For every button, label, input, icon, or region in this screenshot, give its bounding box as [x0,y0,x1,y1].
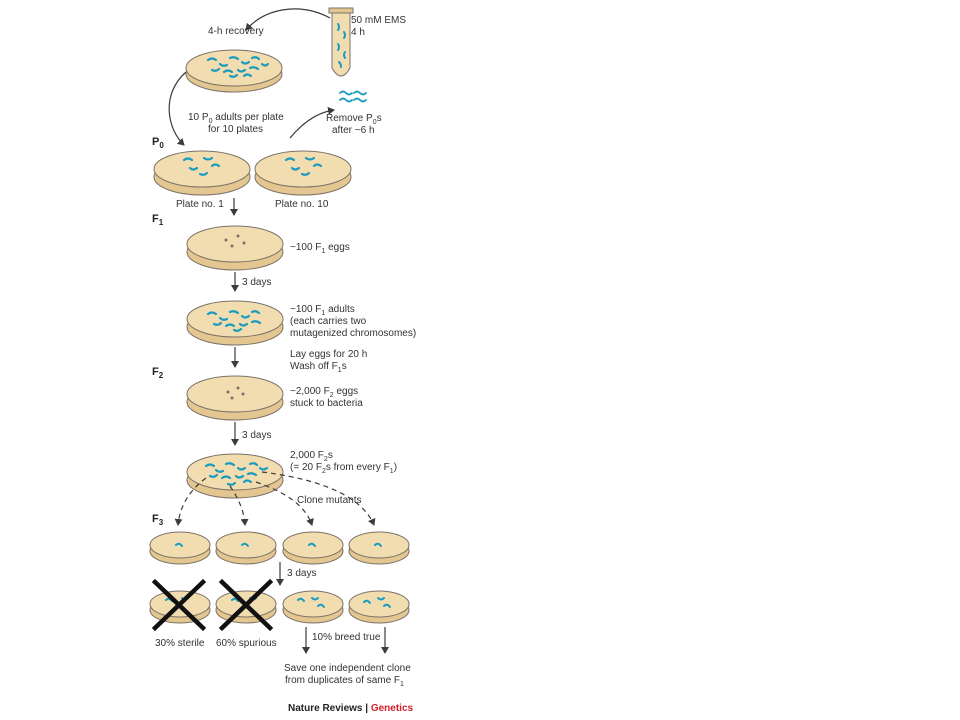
removed-worms [339,90,367,103]
f3-plate-1 [149,531,211,565]
generation-f1: F1 [152,213,164,227]
clone-mutants-label: Clone mutants [297,495,361,506]
spurious-label: 60% spurious [216,638,277,649]
wash-off-label: Wash off F1s [290,361,347,374]
recovery-label: 4-h recovery [208,26,264,37]
f1-eggs-plate [186,225,284,271]
plate-no-10-label: Plate no. 10 [275,199,329,210]
three-days-label-1: 3 days [242,277,271,288]
remove-time-label: after ~6 h [332,125,375,136]
f2-eggs-plate [186,375,284,421]
breed-true-plate-1 [282,590,344,624]
sterile-cross-icon [151,578,207,632]
generation-p0: P0 [152,136,164,150]
breed-true-label: 10% breed true [312,632,381,643]
f1-adults-carries-label: (each carries two [290,316,367,327]
f2-adults-plate [186,453,284,499]
ems-time-label: 4 h [351,27,365,38]
generation-f2: F2 [152,366,164,380]
f3-plate-4 [348,531,410,565]
plate-no-10 [254,150,352,196]
remove-label: Remove P0s [326,113,382,126]
f3-plate-3 [282,531,344,565]
three-days-label-3: 3 days [287,568,316,579]
lay-eggs-label: Lay eggs for 20 h [290,349,367,360]
journal-credit: Nature Reviews | Genetics [288,703,414,714]
recovery-plate [185,49,283,93]
ems-tube [328,7,354,77]
sterile-label: 30% sterile [155,638,205,649]
generation-f3: F3 [152,513,164,527]
save-duplicates-label: from duplicates of same F1 [285,675,404,688]
three-days-label-2: 3 days [242,430,271,441]
worm-cluster [206,56,270,78]
f3-plate-2 [215,531,277,565]
arrow-recovery-to-plate1 [168,71,187,146]
clone-arrows [174,471,376,526]
adults-per-plate-label: 10 P0 adults per plate [188,112,284,125]
save-clone-label: Save one independent clone [284,663,411,674]
f2-eggs-label: ~2,000 F2 eggs [290,386,358,399]
breed-true-plate-2 [348,590,410,624]
spurious-cross-icon [218,578,274,632]
f2s-count-label: 2,000 F2s [290,450,333,463]
f1-eggs-label: ~100 F1 eggs [290,242,350,255]
arrow-tube-to-recovery [245,8,331,31]
f1-adults-label: ~100 F1 adults [290,304,355,317]
plate-no-1 [153,150,251,196]
for-ten-plates-label: for 10 plates [208,124,263,135]
f1-adults-plate [186,300,284,346]
f2-stuck-label: stuck to bacteria [290,398,363,409]
f2s-per-f1-label: (= 20 F2s from every F1) [290,462,397,475]
arrow-plate10-to-remove [289,106,335,139]
ems-dose-label: 50 mM EMS [351,15,406,26]
plate-no-1-label: Plate no. 1 [176,199,224,210]
f1-adults-chromosomes-label: mutagenized chromosomes) [290,328,416,339]
